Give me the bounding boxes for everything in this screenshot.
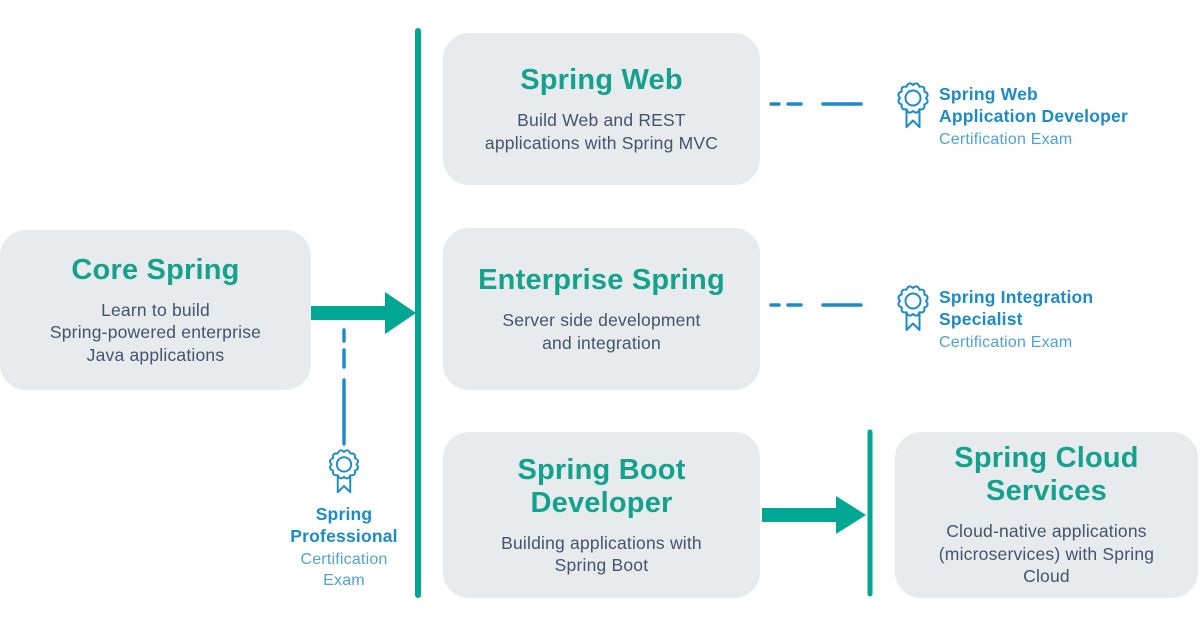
badge-sublabel: Certification Exam <box>939 131 1073 148</box>
card-spring-web: Spring Web Build Web and REST applicatio… <box>443 33 760 185</box>
certification-rosette-icon <box>329 449 359 494</box>
badge-spring-professional: Spring Professional Certification Exam <box>269 449 419 591</box>
certification-rosette-icon <box>897 82 929 128</box>
arrow-core-to-path <box>310 292 416 334</box>
badge-spring-web-application-developer: Spring Web Application Developer Certifi… <box>894 82 1128 150</box>
badge-sublabel: Certification Exam <box>939 334 1073 351</box>
card-core-spring: Core Spring Learn to build Spring-powere… <box>0 230 311 390</box>
card-spring-cloud-services: Spring Cloud Services Cloud-native appli… <box>895 432 1198 598</box>
certification-rosette-icon <box>897 285 929 331</box>
card-enterprise-spring-desc: Server side development and integration <box>502 310 701 353</box>
card-enterprise-spring: Enterprise Spring Server side developmen… <box>443 228 760 390</box>
card-spring-boot-developer-title: Spring Boot Developer <box>517 453 686 519</box>
card-enterprise-spring-title: Enterprise Spring <box>478 264 725 296</box>
badge-label: Spring Professional <box>290 504 398 546</box>
card-core-spring-desc: Learn to build Spring-powered enterprise… <box>49 299 262 365</box>
badge-sublabel: Certification Exam <box>300 551 388 589</box>
badge-label: Spring Integration Specialist <box>939 287 1094 329</box>
card-spring-web-desc: Build Web and REST applications with Spr… <box>484 110 719 153</box>
badge-label: Spring Web Application Developer <box>939 84 1128 126</box>
card-spring-cloud-services-title: Spring Cloud Services <box>954 442 1139 508</box>
arrow-boot-to-cloud <box>762 496 866 534</box>
card-spring-web-title: Spring Web <box>520 64 683 96</box>
card-spring-boot-developer: Spring Boot Developer Building applicati… <box>443 432 760 598</box>
badge-spring-integration-specialist: Spring Integration Specialist Certificat… <box>894 285 1093 353</box>
card-core-spring-title: Core Spring <box>71 253 240 286</box>
card-spring-boot-developer-desc: Building applications with Spring Boot <box>501 532 702 576</box>
card-spring-cloud-services-desc: Cloud-native applications (microservices… <box>938 521 1155 587</box>
